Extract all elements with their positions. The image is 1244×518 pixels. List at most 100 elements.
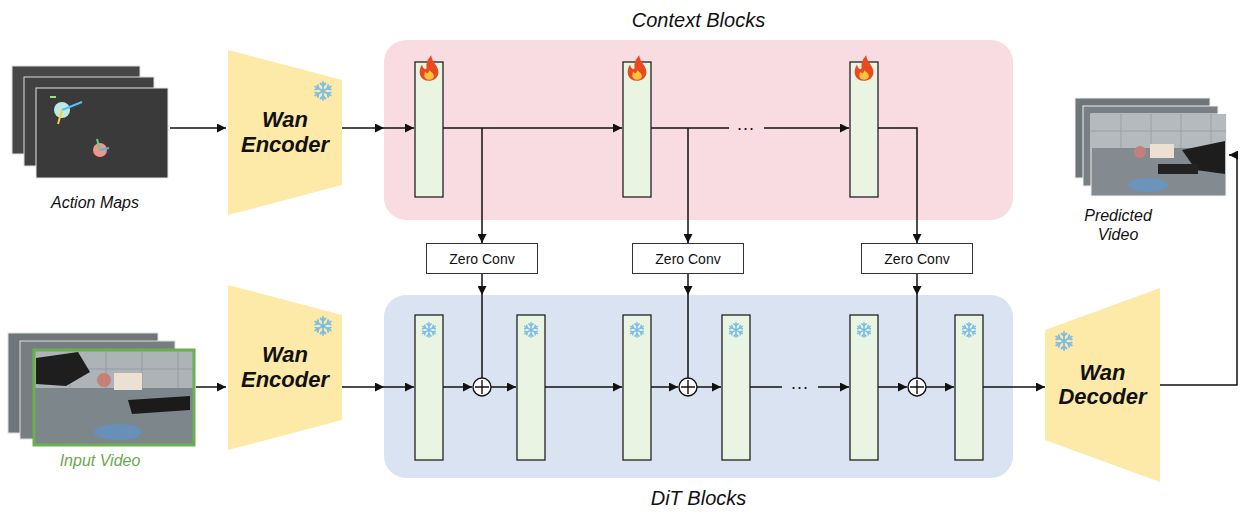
context-flow-line xyxy=(878,128,917,220)
context-block-band: Context Blocks xyxy=(384,40,1013,220)
action-map-frames xyxy=(100,148,109,150)
frozen-snowflake-icon xyxy=(423,323,436,338)
action-map-frames xyxy=(62,102,82,110)
node-label: Wan Decoder xyxy=(1053,361,1153,409)
input-caption: Input Video xyxy=(60,451,141,470)
ellipsis: ... xyxy=(780,373,820,393)
add-symbol xyxy=(475,380,489,394)
frozen-snowflake-icon xyxy=(730,323,743,338)
connector-arrow xyxy=(687,220,689,243)
context-flow-line xyxy=(443,127,622,129)
dit-flow-line xyxy=(818,386,849,388)
decoder-trapezoid: Wan Decoder xyxy=(1045,288,1160,482)
dit-flow-line xyxy=(926,386,954,388)
context-flow-line xyxy=(687,128,689,220)
dit-block xyxy=(850,315,878,460)
input-caption: Action Maps xyxy=(51,193,139,212)
band-heading: DiT Blocks xyxy=(384,486,1013,510)
context-flow-line xyxy=(481,128,483,220)
connector-arrow xyxy=(1013,386,1045,388)
dit-flow-line xyxy=(916,295,918,378)
add-symbol xyxy=(473,378,491,396)
predicted-video-frames xyxy=(1075,98,1226,196)
dit-flow-line xyxy=(697,386,721,388)
input-video-frames xyxy=(97,373,111,387)
input-caption: Action Maps xyxy=(0,193,195,212)
predicted-video-frames xyxy=(1158,164,1198,174)
node-label: Zero Conv xyxy=(884,251,949,267)
ellipsis: ... xyxy=(791,373,809,393)
dit-flow-line xyxy=(481,295,483,378)
predicted-video-frames xyxy=(1128,178,1168,192)
frozen-snowflake-icon xyxy=(1056,332,1072,350)
input-arrow xyxy=(170,127,226,129)
input-video-frames xyxy=(34,350,194,445)
connector-arrow xyxy=(481,274,483,295)
add-symbol xyxy=(908,378,926,396)
context-block-stack xyxy=(384,40,1013,220)
frozen-snowflake-icon xyxy=(963,323,976,338)
frozen-snowflake-icon xyxy=(315,317,331,335)
context-flow-line xyxy=(384,127,414,129)
dit-block xyxy=(517,315,545,460)
dit-flow-line xyxy=(384,295,1013,387)
connector-arrow xyxy=(916,220,918,243)
input-caption: Input Video xyxy=(0,451,200,470)
input-video-frames xyxy=(34,350,194,445)
trainable-fire-icon xyxy=(855,55,874,81)
predicted-video-frames xyxy=(1134,146,1146,158)
dit-flow-line xyxy=(687,295,689,378)
input-video-frames xyxy=(128,396,190,414)
encoder-trapezoid-outline xyxy=(228,285,342,450)
encoder-trapezoid: Wan Encoder xyxy=(228,50,342,215)
input-arrow xyxy=(196,386,226,388)
node-label: Wan Encoder xyxy=(235,108,335,156)
connector-arrow xyxy=(687,274,689,295)
trainable-fire-icon xyxy=(628,55,647,81)
encoder-trapezoid-outline xyxy=(228,50,342,215)
trainable-fire-icon xyxy=(420,55,439,81)
frozen-snowflake-icon xyxy=(631,323,644,338)
ellipsis: ... xyxy=(726,114,766,134)
zero-conv-box: Zero Conv xyxy=(426,243,538,274)
dit-flow-line xyxy=(384,386,414,388)
predicted-video-frames xyxy=(1091,114,1226,196)
dit-flow-line xyxy=(878,386,907,388)
input-video-frames xyxy=(94,424,142,440)
node-label: Zero Conv xyxy=(655,251,720,267)
dit-block xyxy=(415,315,443,460)
predicted-video-frames xyxy=(1091,114,1226,148)
dit-flow-line xyxy=(491,386,516,388)
dit-flow-line xyxy=(983,386,1013,388)
ellipsis: ... xyxy=(737,114,755,134)
connector-arrow xyxy=(342,127,384,129)
dit-block xyxy=(722,315,750,460)
context-block xyxy=(850,62,878,197)
context-flow-line xyxy=(764,127,849,129)
dit-block-stack xyxy=(384,295,1013,478)
dit-flow-line xyxy=(443,386,472,388)
dit-flow-line xyxy=(651,386,678,388)
action-map-frames xyxy=(58,110,62,124)
frozen-snowflake-icon xyxy=(858,323,871,338)
dit-block xyxy=(415,315,983,460)
connector-arrow xyxy=(342,386,384,388)
predicted-video-frames xyxy=(1091,114,1226,148)
predicted-video-frames xyxy=(1150,144,1174,158)
action-map-frames xyxy=(36,88,168,178)
zero-conv-box: Zero Conv xyxy=(861,243,973,274)
input-video-frames xyxy=(114,373,142,390)
action-map-frames xyxy=(12,66,168,178)
decoder-trapezoid-outline xyxy=(1045,288,1160,482)
output-caption: Predicted Video xyxy=(1072,206,1164,244)
context-block xyxy=(415,62,878,197)
dit-block-band: DiT Blocks xyxy=(384,295,1013,478)
frozen-snowflake-icon xyxy=(423,323,976,338)
action-map-frames xyxy=(97,139,100,150)
zero-conv-box: Zero Conv xyxy=(632,243,744,274)
encoder-trapezoid: Wan Encoder xyxy=(228,285,342,450)
input-video-frames xyxy=(8,333,194,445)
add-symbol xyxy=(679,378,697,396)
dit-flow-line xyxy=(545,386,622,388)
